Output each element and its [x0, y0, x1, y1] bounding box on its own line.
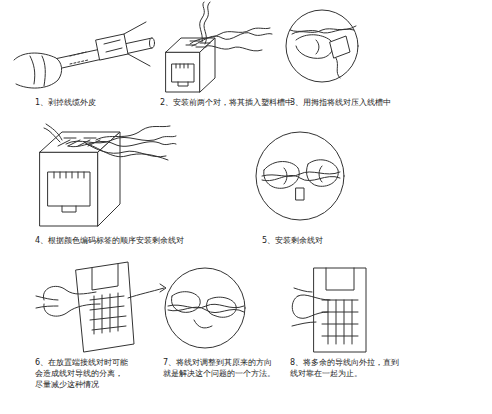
step-caption: 4、根据颜色编码标签的顺序安装剩余线对: [35, 236, 184, 247]
keystone-jack-figure: [40, 124, 176, 226]
thumb-press-detail: [286, 10, 358, 82]
step-caption: 2、安装前两个对，将其插入塑料槽中: [160, 98, 293, 109]
keystone-jack-figure: [36, 262, 166, 352]
step-caption: 1、剥掉线缆外皮: [35, 98, 96, 109]
reorient-pair-detail: [165, 268, 245, 348]
install-pairs-detail: [256, 132, 344, 220]
keystone-jack-figure: [166, 2, 272, 92]
keystone-jack-figure: [292, 268, 366, 352]
step-caption: 8、将多余的导线向外拉，直到 线对靠在一起为止。: [290, 358, 410, 380]
step-caption: 3、用拇指将线对压入线槽中: [290, 98, 391, 109]
step-caption: 7、将线对调整到其原来的方向 就是解决这个问题的一个方法。: [163, 358, 283, 380]
step-caption: 5、安装剩余线对: [262, 236, 323, 247]
strip-cable-figure: [14, 22, 155, 88]
step-caption: 6、在放置端接线对时可能 会造成线对导线的分离， 尽量减少这种情况: [35, 358, 137, 390]
